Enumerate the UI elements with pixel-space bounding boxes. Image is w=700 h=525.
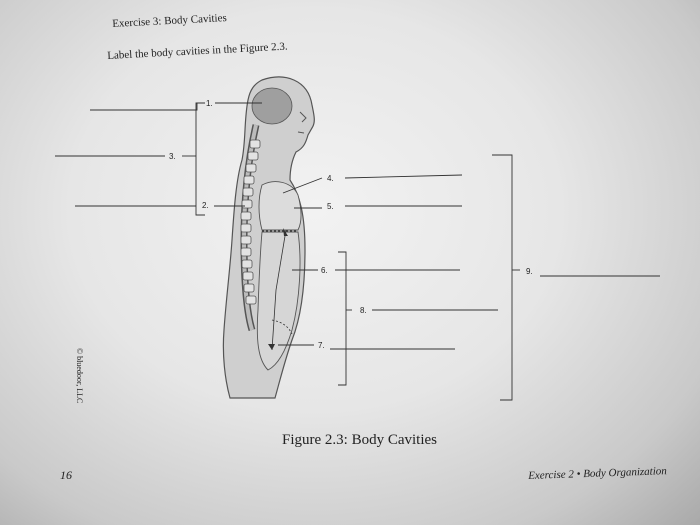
face-profile [297, 111, 307, 134]
figure-caption: Figure 2.3: Body Cavities [282, 432, 437, 448]
label-5: 5. [327, 202, 334, 211]
thoracic-cavity [258, 181, 302, 231]
label-6: 6. [321, 266, 328, 275]
copyright-notice: © bluedoor, LLC [75, 348, 84, 404]
abdominopelvic-cavity [256, 231, 301, 371]
page-number: 16 [60, 468, 72, 482]
cranial-cavity [251, 87, 293, 125]
label-8: 8. [360, 306, 367, 315]
leader-lines [55, 102, 660, 401]
label-4: 4. [327, 174, 334, 183]
vertebrae [240, 139, 261, 305]
label-1: 1. [206, 99, 213, 108]
label-3: 3. [169, 152, 176, 161]
label-2: 2. [202, 201, 209, 210]
label-9: 9. [526, 267, 533, 276]
label-7: 7. [318, 341, 325, 350]
